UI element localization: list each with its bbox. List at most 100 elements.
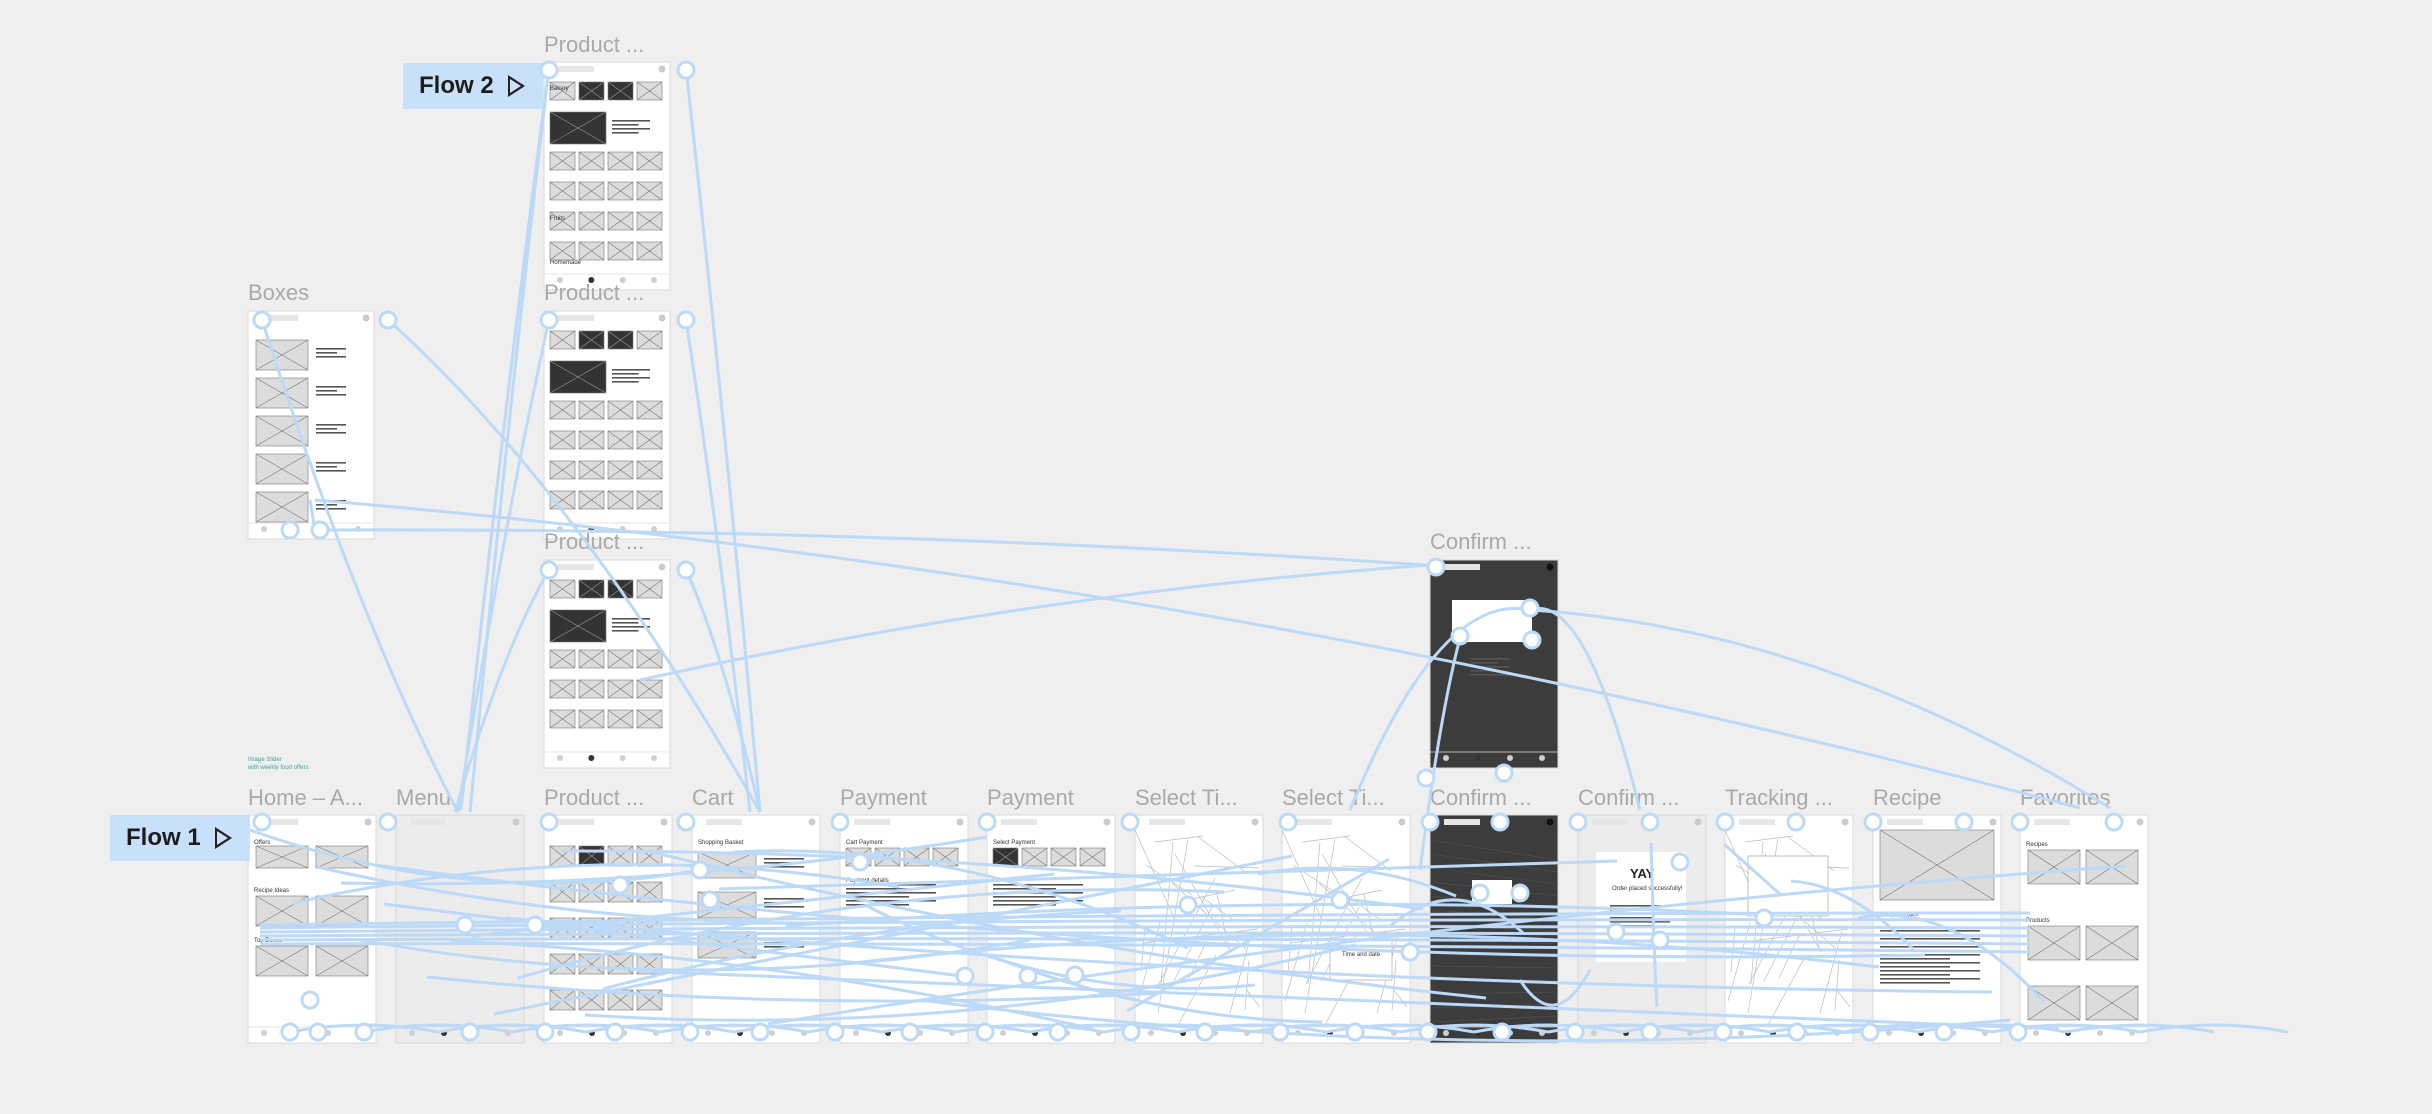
product-thumbnail	[578, 881, 605, 903]
frame-title-home[interactable]: Home – A...	[248, 785, 363, 810]
product-thumbnail	[578, 330, 605, 350]
card-option	[874, 847, 901, 867]
product-thumbnail	[549, 460, 576, 480]
favorites-recipes-label: Recipes	[2026, 842, 2048, 848]
tab-icon	[1886, 1030, 1892, 1036]
tab-icon	[619, 755, 626, 761]
frame-title-menu[interactable]: Menu	[396, 785, 452, 810]
card-option	[1079, 847, 1106, 867]
tab-icon	[651, 755, 657, 761]
tab-icon	[737, 1030, 743, 1036]
box-thumbnail	[255, 377, 309, 409]
frame-title-confirm-2[interactable]: Confirm ...	[1578, 785, 1680, 810]
logo-bar	[262, 819, 298, 825]
product-thumbnail	[578, 181, 605, 201]
note-line-2: with weekly food offers	[248, 765, 309, 771]
frame-title-product-low[interactable]: Product ...	[544, 529, 645, 554]
product-thumbnail	[607, 460, 634, 480]
tab-icon	[1539, 1030, 1545, 1036]
product-bakery-label: Bakery	[550, 86, 569, 92]
frame-title-boxes[interactable]: Boxes	[248, 280, 310, 305]
tab-icon	[2129, 1030, 2135, 1036]
tab-icon	[557, 755, 563, 761]
frame-title-recipe[interactable]: Recipe	[1873, 785, 1942, 810]
select-time-and-date-label: Time and date	[1342, 952, 1381, 958]
product-thumbnail	[549, 211, 576, 231]
tab-icon	[651, 526, 657, 532]
tab-icon	[1738, 1030, 1744, 1036]
account-icon	[362, 314, 370, 322]
tab-icon	[2065, 1030, 2071, 1036]
tab-icon	[1212, 1030, 1218, 1036]
tab-icon	[1443, 1030, 1449, 1036]
frame-title-tracking[interactable]: Tracking ...	[1725, 785, 1833, 810]
product-vegetables-label: Vegetables	[550, 134, 580, 140]
frame-title-cart[interactable]: Cart	[692, 785, 734, 810]
frame-title-select-time-1[interactable]: Select Ti...	[1135, 785, 1238, 810]
account-icon	[660, 818, 668, 826]
logo-bar	[854, 819, 890, 825]
product-thumbnail	[578, 679, 605, 699]
tab-icon	[323, 526, 330, 532]
favorites-products-label: Products	[2026, 918, 2050, 924]
account-icon	[1398, 818, 1406, 826]
tab-icon	[1802, 1030, 1808, 1036]
favorite-item	[2027, 985, 2081, 1021]
tracking-card	[1747, 855, 1829, 917]
frame-title-confirm-popup[interactable]: Confirm ...	[1430, 529, 1532, 554]
product-thumbnail	[549, 400, 576, 420]
flow-2-button[interactable]: Flow 2	[403, 63, 543, 109]
confirm-card	[1472, 880, 1512, 904]
frame-title-payment-2[interactable]: Payment	[987, 785, 1074, 810]
product-thumbnail	[636, 917, 663, 939]
logo-bar	[410, 819, 446, 825]
frame-title-payment-1[interactable]: Payment	[840, 785, 927, 810]
card-option	[932, 847, 959, 867]
frame-title-confirm-1[interactable]: Confirm ...	[1430, 785, 1532, 810]
product-thumbnail	[636, 679, 663, 699]
product-thumbnail	[636, 989, 663, 1011]
product-thumbnail	[549, 989, 576, 1011]
logo-bar	[1739, 819, 1775, 825]
logo-bar	[1444, 819, 1480, 825]
product-thumbnail	[578, 151, 605, 171]
logo-bar	[1296, 819, 1332, 825]
image-placeholder	[315, 845, 369, 869]
note-line-1: Image Slider	[248, 757, 282, 763]
product-thumbnail	[578, 490, 605, 510]
product-thumbnail	[578, 430, 605, 450]
time-picker	[1329, 939, 1393, 981]
account-icon	[1841, 818, 1849, 826]
tab-icon	[1507, 1030, 1513, 1036]
tab-icon	[1032, 1030, 1038, 1036]
frame-title-select-time-2[interactable]: Select Ti...	[1282, 785, 1385, 810]
logo-bar	[558, 66, 594, 72]
product-thumbnail	[549, 241, 576, 261]
tab-icon	[853, 1030, 859, 1036]
account-icon	[956, 818, 964, 826]
favorite-item	[2085, 985, 2139, 1021]
frame-title-product-top[interactable]: Product ...	[544, 32, 645, 57]
card-option	[1050, 847, 1077, 867]
confirm-screen-1	[1429, 814, 1559, 1044]
tab-icon	[619, 277, 626, 283]
frame-title-product-row[interactable]: Product ...	[544, 785, 645, 810]
tab-icon	[1539, 755, 1545, 761]
product-thumbnail	[549, 917, 576, 939]
tab-icon	[409, 1030, 415, 1036]
product-thumbnail	[607, 211, 634, 231]
account-icon	[658, 563, 666, 571]
tab-icon	[261, 1030, 267, 1036]
tab-icon	[1148, 1030, 1154, 1036]
flow-1-button[interactable]: Flow 1	[110, 815, 250, 861]
account-icon	[512, 818, 520, 826]
tab-icon	[1244, 1030, 1250, 1036]
box-thumbnail	[255, 453, 309, 485]
frame-title-product-mid[interactable]: Product ...	[544, 280, 645, 305]
cart-item	[697, 891, 757, 919]
card-option	[845, 847, 872, 867]
frame-title-favorites[interactable]: Favorites	[2020, 785, 2111, 810]
card-option	[1021, 847, 1048, 867]
tab-icon	[505, 1030, 511, 1036]
